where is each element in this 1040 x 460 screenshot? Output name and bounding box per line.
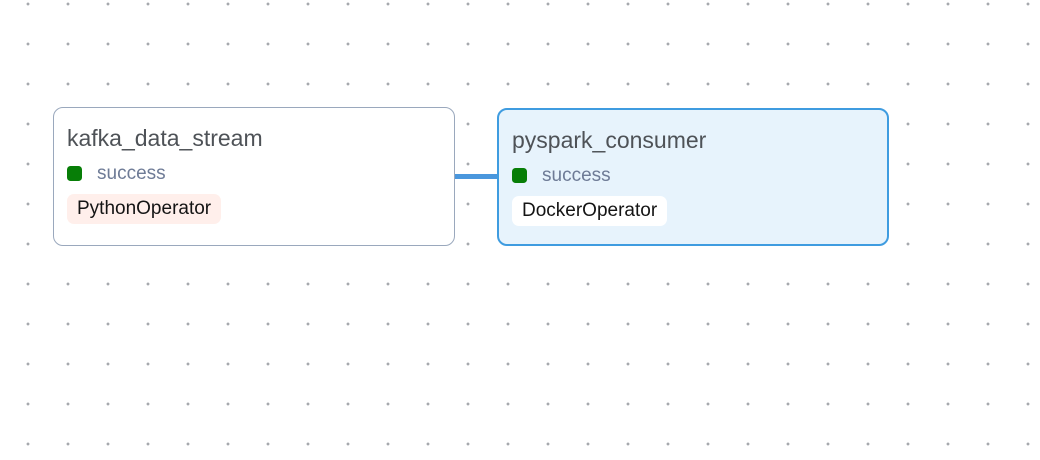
task-node-pyspark-consumer[interactable]: pyspark_consumer success DockerOperator <box>497 108 889 246</box>
task-node-kafka-data-stream[interactable]: kafka_data_stream success PythonOperator <box>53 107 455 246</box>
task-state-row: success <box>67 163 441 184</box>
task-dependency-edge <box>446 174 502 179</box>
task-title: kafka_data_stream <box>67 125 263 151</box>
success-state-icon <box>67 166 82 181</box>
task-state-label: success <box>97 163 166 184</box>
operator-badge: DockerOperator <box>512 196 668 226</box>
task-state-row: success <box>512 165 874 186</box>
operator-badge: PythonOperator <box>67 194 222 224</box>
task-state-label: success <box>542 165 611 186</box>
success-state-icon <box>512 168 527 183</box>
task-title: pyspark_consumer <box>512 127 707 153</box>
